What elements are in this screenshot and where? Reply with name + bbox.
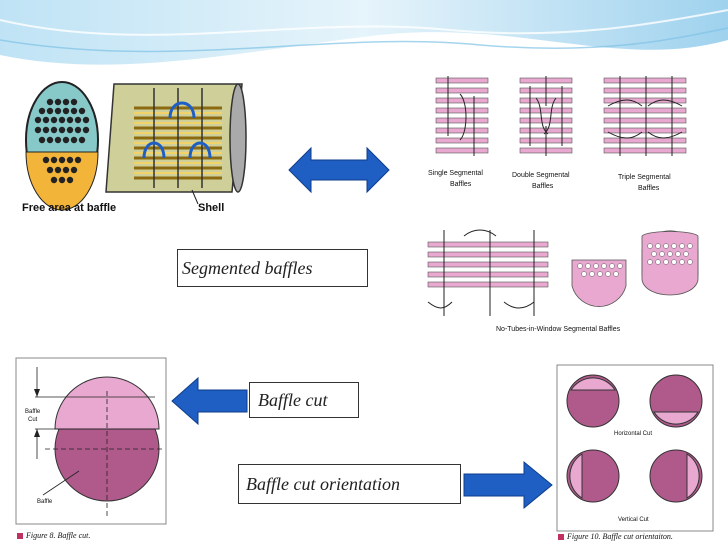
- single-segmental-graphic: [435, 76, 489, 156]
- ntiw-graphic: [427, 229, 549, 316]
- top-left-panel: Free area at baffle Shell: [20, 78, 250, 218]
- cut-orientation-graphic: [556, 364, 714, 532]
- triple-segmental-graphic: [603, 76, 687, 156]
- caption-marker-icon: [17, 533, 23, 540]
- baffle-cut-orientation-label: Baffle cut orientation: [238, 464, 461, 504]
- top-right-panel: Single Segmental Baffles Double Segmenta…: [412, 70, 708, 350]
- shell-graphic: [105, 83, 247, 193]
- figure-10-caption: Figure 10. Baffle cut orientaiton.: [558, 532, 673, 541]
- baffle-cross-section-graphic: [25, 81, 99, 211]
- free-area-label: Free area at baffle: [22, 202, 117, 214]
- double-segmental-label-2: Baffles: [532, 183, 554, 190]
- double-segmental-label: Double Segmental: [512, 172, 570, 179]
- segmented-baffles-label: Segmented baffles: [177, 249, 368, 287]
- ntiw-label: No-Tubes-in-Window Segmental Baffles: [496, 326, 621, 333]
- figure-8-caption: Figure 8. Baffle cut.: [17, 531, 90, 540]
- baffle-cut-box-label: Baffle cut: [249, 382, 359, 418]
- figure-8-text: Figure 8. Baffle cut.: [26, 531, 91, 540]
- single-segmental-label-2: Baffles: [450, 181, 472, 188]
- baffle-cut-label-2: Cut: [28, 417, 38, 423]
- triple-segmental-label-2: Baffles: [638, 185, 660, 192]
- figure-10-text: Figure 10. Baffle cut orientaiton.: [567, 532, 673, 541]
- ntiw-baffle-plates-graphic: [571, 230, 699, 307]
- triple-segmental-label: Triple Segmental: [618, 174, 671, 181]
- double-arrow-icon: [288, 146, 390, 194]
- vertical-cut-label: Vertical Cut: [618, 517, 649, 523]
- left-arrow-icon: [171, 376, 248, 426]
- header-wave: [0, 0, 728, 65]
- baffle-cut-graphic: [15, 357, 167, 525]
- caption-marker-icon: [558, 534, 564, 541]
- right-arrow-icon: [463, 460, 553, 510]
- single-segmental-label: Single Segmental: [428, 170, 483, 177]
- baffle-cut-label-1: Baffle: [25, 409, 41, 415]
- bottom-left-panel: Baffle Cut Baffle Figure 8. Baffle cut.: [15, 357, 167, 542]
- shell-label: Shell: [198, 202, 225, 214]
- shell-pointer: [191, 189, 199, 205]
- double-segmental-graphic: [519, 76, 573, 156]
- bottom-right-panel: Horizontal Cut Vertical Cut Figure 10. B…: [556, 364, 714, 544]
- baffle-label: Baffle: [37, 499, 53, 505]
- horizontal-cut-label: Horizontal Cut: [614, 431, 653, 437]
